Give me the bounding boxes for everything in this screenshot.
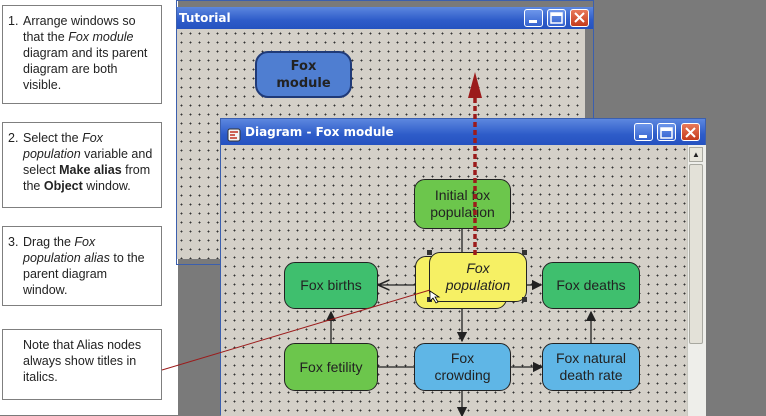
node-fox-crowding[interactable]: Fox crowding: [414, 343, 511, 391]
step-text: Select the Fox population variable and s…: [23, 131, 153, 193]
step-number: 3.: [8, 235, 19, 249]
node-initial-fox-population[interactable]: Initial fox population: [414, 179, 511, 229]
instructions-panel: 1. Arrange windows so that the Fox modul…: [0, 0, 178, 415]
node-fox-natural-death-rate[interactable]: Fox natural death rate: [542, 343, 640, 391]
step-number: 2.: [8, 131, 19, 145]
fox-population-alias[interactable]: Fox population: [429, 252, 527, 302]
step-3: 3. Drag the Fox population alias to the …: [2, 226, 162, 306]
node-label: Fox fetility: [299, 358, 363, 375]
scroll-thumb[interactable]: [689, 164, 703, 344]
selection-handle[interactable]: [522, 250, 527, 255]
close-icon: [574, 12, 585, 23]
selection-handle[interactable]: [522, 297, 527, 302]
maximize-button[interactable]: [657, 123, 676, 141]
diagram-app-icon: [227, 125, 241, 151]
step-number: 1.: [8, 14, 19, 28]
note-box: Note that Alias nodes always show titles…: [2, 329, 162, 400]
node-label: Fox population: [445, 260, 511, 293]
step-1: 1. Arrange windows so that the Fox modul…: [2, 5, 162, 104]
maximize-button[interactable]: [547, 9, 566, 27]
close-icon: [685, 127, 696, 138]
diagram-window-titlebar[interactable]: Diagram - Fox module: [221, 119, 705, 145]
fox-module-label: Fox module: [276, 58, 331, 91]
minimize-button[interactable]: [634, 123, 653, 141]
step-2: 2. Select the Fox population variable an…: [2, 122, 162, 208]
note-text: Note that Alias nodes always show titles…: [23, 338, 142, 384]
window-title: Diagram - Fox module: [245, 125, 394, 139]
node-label: Fox deaths: [556, 277, 626, 293]
parent-window-titlebar[interactable]: Tutorial: [177, 7, 593, 29]
maximize-icon: [660, 127, 673, 139]
close-button[interactable]: [570, 9, 589, 27]
minimize-icon: [529, 20, 537, 23]
vertical-scrollbar[interactable]: ▲: [687, 145, 706, 416]
node-label: Initial fox population: [430, 187, 495, 220]
node-fox-fertility[interactable]: Fox fetility: [284, 343, 378, 391]
scroll-up-button[interactable]: ▲: [689, 147, 703, 162]
minimize-button[interactable]: [524, 9, 543, 27]
window-title: Tutorial: [179, 11, 231, 25]
node-label: Fox crowding: [434, 350, 491, 383]
selection-handle[interactable]: [427, 250, 432, 255]
fox-module-diagram-window[interactable]: Diagram - Fox module ▲: [220, 118, 706, 416]
close-button[interactable]: [681, 123, 700, 141]
minimize-icon: [639, 135, 647, 138]
maximize-icon: [550, 12, 563, 24]
selection-handle[interactable]: [427, 297, 432, 302]
node-label: Fox natural death rate: [555, 350, 627, 383]
node-label: Fox births: [300, 277, 362, 293]
step-text: Drag the Fox population alias to the par…: [23, 235, 145, 297]
step-text: Arrange windows so that the Fox module d…: [23, 14, 148, 92]
node-fox-deaths[interactable]: Fox deaths: [542, 262, 640, 309]
node-fox-births[interactable]: Fox births: [284, 262, 378, 309]
fox-module-node[interactable]: Fox module: [255, 51, 352, 98]
